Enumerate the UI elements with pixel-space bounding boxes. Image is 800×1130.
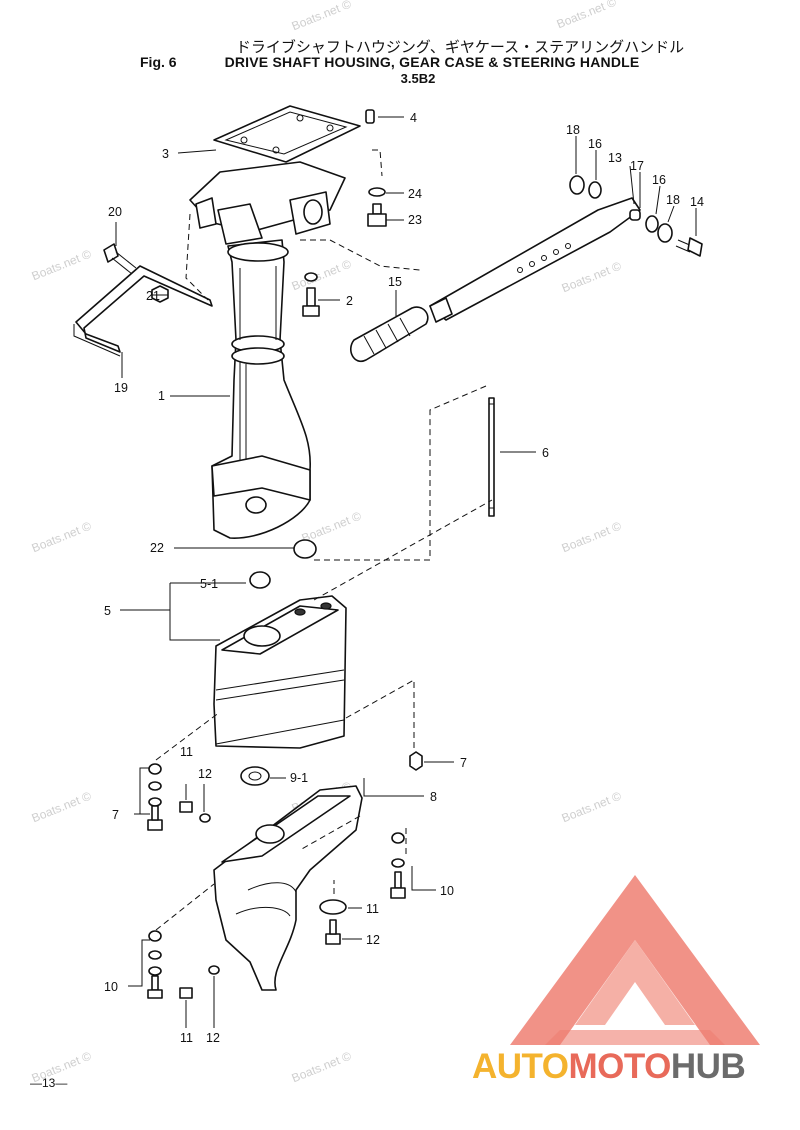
callout-2: 2 bbox=[346, 294, 353, 308]
callout-22: 20 bbox=[108, 205, 122, 219]
callout-15: 13 bbox=[608, 151, 622, 165]
callout-13: 11 bbox=[366, 902, 379, 916]
part-fastener-set-10 bbox=[390, 832, 406, 899]
figure-number: Fig. 6 bbox=[140, 54, 177, 70]
part-gear-case bbox=[213, 785, 363, 991]
part-washer-12 bbox=[199, 813, 211, 823]
callout-9-1: 9-1 bbox=[290, 771, 308, 785]
logo-text-moto: MOTO bbox=[568, 1047, 672, 1086]
part-gasket bbox=[213, 105, 361, 163]
callout-23: 21 bbox=[146, 289, 160, 303]
part-lower-casing bbox=[213, 595, 347, 749]
callout-12b: 12 bbox=[206, 1031, 220, 1045]
callout-18: 16 bbox=[588, 137, 602, 151]
callout-4: 4 bbox=[410, 111, 417, 125]
part-steering-handle bbox=[429, 197, 641, 323]
callout-26: 24 bbox=[408, 187, 422, 201]
part-plug bbox=[293, 539, 317, 559]
part-bearing-9-1 bbox=[240, 766, 270, 786]
part-nut-13 bbox=[319, 899, 347, 915]
part-dowel-pin bbox=[365, 109, 375, 124]
callout-1: 1 bbox=[158, 389, 165, 403]
callout-11b: 11 bbox=[180, 1031, 193, 1045]
part-washer-26-nut-25 bbox=[367, 187, 387, 227]
part-fastener-set-10b bbox=[147, 930, 163, 999]
logo-text-hub: HUB bbox=[670, 1047, 746, 1086]
callout-9: 8 bbox=[430, 790, 437, 804]
callout-11: 11 bbox=[180, 745, 193, 759]
callout-20b: 18 bbox=[666, 193, 680, 207]
logo-wordmark: AUTOMOTOHUB bbox=[472, 1047, 746, 1087]
part-stud-bolt bbox=[488, 397, 495, 517]
callout-14: 12 bbox=[366, 933, 380, 947]
callout-5: 5 bbox=[104, 604, 111, 618]
part-fastener-set-8 bbox=[147, 763, 163, 831]
part-nut-23 bbox=[151, 285, 169, 303]
part-screw-11b bbox=[179, 987, 193, 999]
callout-5-1: 5-1 bbox=[200, 577, 218, 591]
leader-lines bbox=[115, 116, 697, 1028]
part-bush-5-1 bbox=[249, 571, 271, 589]
part-washer-12b bbox=[208, 965, 220, 975]
part-grip bbox=[350, 306, 429, 363]
part-bolt-2 bbox=[302, 272, 320, 317]
callout-12: 12 bbox=[198, 767, 212, 781]
callout-19: 17 bbox=[630, 159, 644, 173]
callout-24: 22 bbox=[150, 541, 164, 555]
page-number: —13— bbox=[30, 1076, 68, 1090]
title-english: DRIVE SHAFT HOUSING, GEAR CASE & STEERIN… bbox=[224, 54, 640, 70]
callout-6: 6 bbox=[542, 446, 549, 460]
part-collar-19 bbox=[629, 209, 641, 221]
part-drive-shaft-housing bbox=[211, 239, 311, 539]
title-japanese: ドライブシャフトハウジング、ギヤケース・ステアリングハンドル bbox=[235, 38, 685, 56]
callout-7: 7 bbox=[460, 756, 467, 770]
callout-16: 14 bbox=[690, 195, 704, 209]
logo-text-auto: AUTO bbox=[472, 1047, 569, 1086]
part-bush-18b bbox=[645, 215, 659, 233]
automotohub-logo bbox=[510, 875, 760, 1045]
part-washer-20b bbox=[657, 223, 673, 243]
callout-18b: 16 bbox=[652, 173, 666, 187]
callout-8: 7 bbox=[112, 808, 119, 822]
part-bolt-14 bbox=[325, 919, 341, 945]
part-bracket bbox=[73, 265, 213, 357]
alignment-lines bbox=[155, 149, 493, 931]
callout-3: 3 bbox=[162, 147, 169, 161]
callout-10b: 10 bbox=[104, 980, 118, 994]
callout-21: 19 bbox=[114, 381, 128, 395]
part-screw-11 bbox=[179, 801, 193, 813]
callout-25: 23 bbox=[408, 213, 422, 227]
part-nut-7 bbox=[409, 751, 423, 771]
callout-10: 10 bbox=[440, 884, 454, 898]
part-bolt-22 bbox=[103, 243, 137, 275]
part-bush-18 bbox=[588, 181, 602, 199]
part-upper-mount bbox=[189, 161, 346, 245]
callout-20: 18 bbox=[566, 123, 580, 137]
part-bolt-16 bbox=[675, 237, 703, 257]
callout-17: 15 bbox=[388, 275, 402, 289]
part-washer-20 bbox=[569, 175, 585, 195]
model-number: 3.5B2 bbox=[400, 71, 436, 86]
